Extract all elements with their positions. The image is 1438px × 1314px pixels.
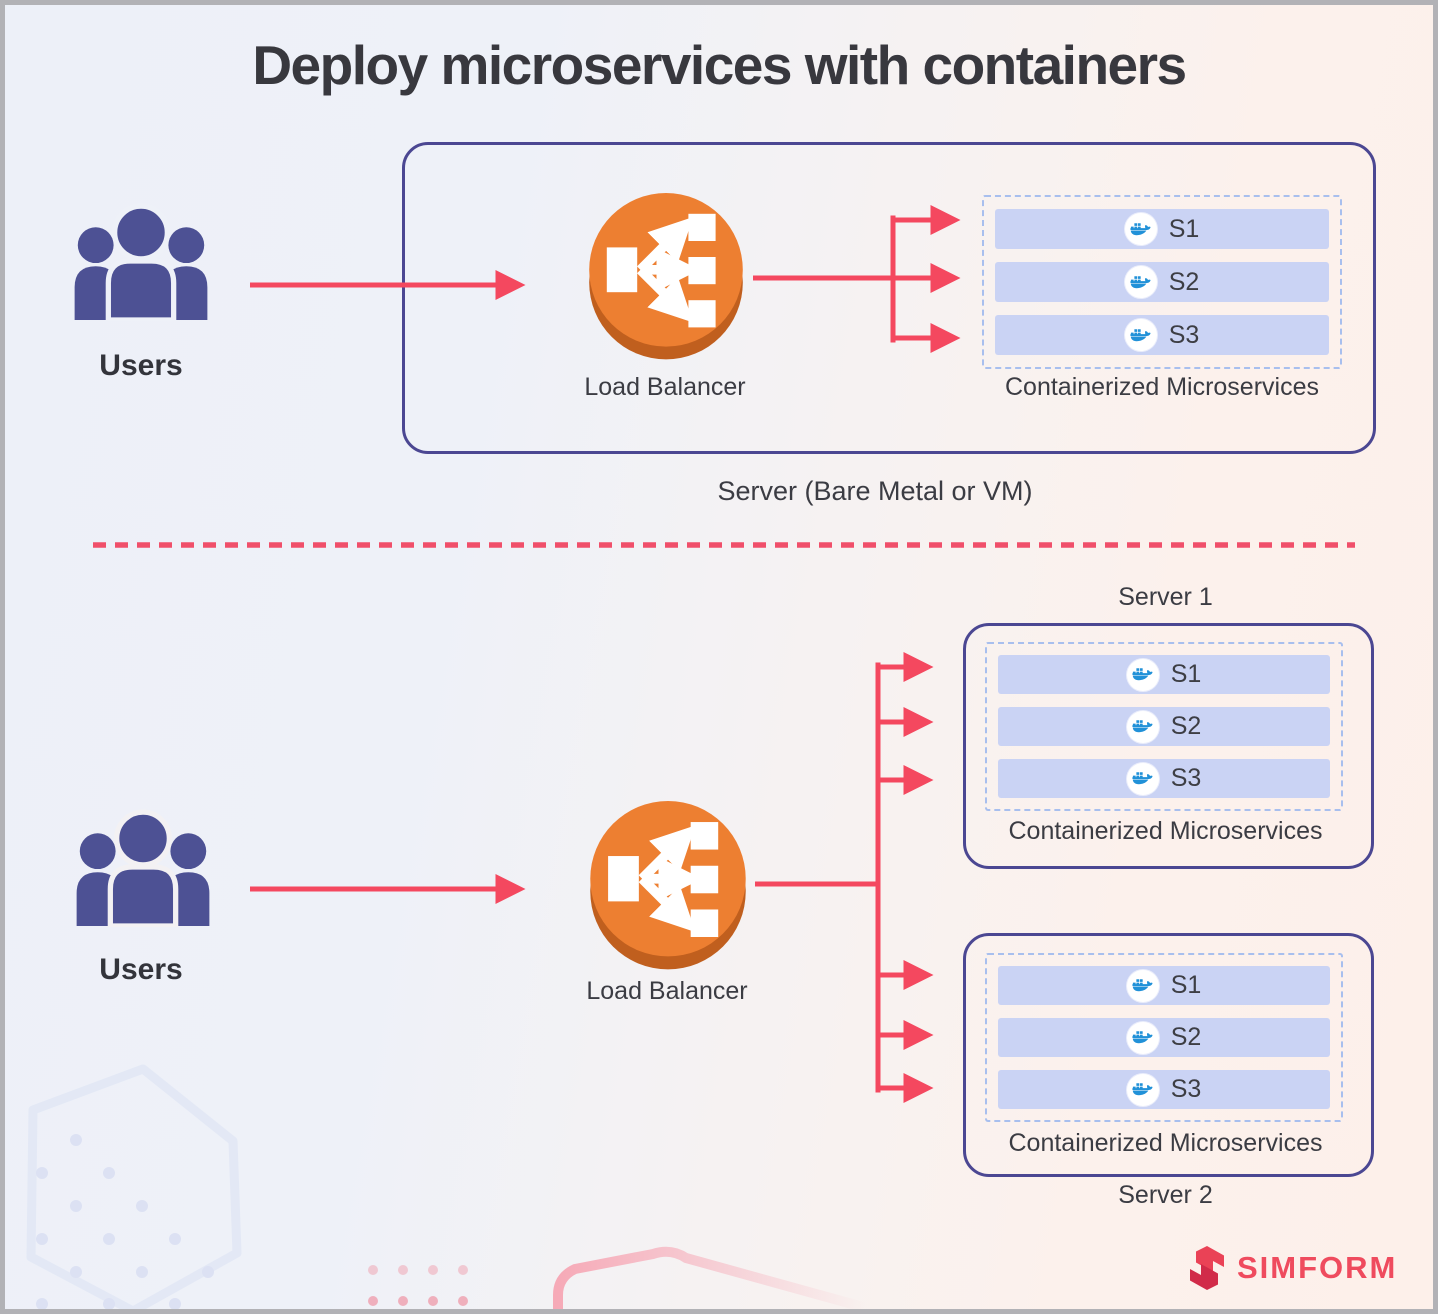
- container-cluster-server1: S1 S2: [985, 642, 1343, 811]
- cluster-caption-server2: Containerized Microservices: [1008, 1129, 1323, 1157]
- server1-label: Server 1: [1118, 583, 1213, 611]
- docker-whale-icon: [1126, 658, 1159, 691]
- server-box-2: [963, 933, 1374, 1177]
- server-box-bare-metal: [402, 142, 1376, 454]
- service-label: S1: [1170, 660, 1202, 688]
- flow-arrows: [93, 205, 1355, 1103]
- service-row: S2: [998, 707, 1330, 746]
- brand-logo: SIMFORM: [1187, 1245, 1397, 1291]
- cluster-caption-server1: Containerized Microservices: [1008, 817, 1323, 845]
- server-box-1: [963, 623, 1374, 869]
- service-label: S3: [1168, 320, 1200, 349]
- docker-whale-icon: [1124, 213, 1157, 245]
- users-group-icon: [76, 809, 210, 927]
- container-cluster-top: S1 S2: [982, 195, 1342, 369]
- load-balancer-icon: [590, 801, 746, 970]
- docker-whale-icon: [1124, 319, 1157, 351]
- cluster-caption-top: Containerized Microservices: [1004, 373, 1319, 401]
- service-label: S3: [1170, 764, 1202, 792]
- users-label-bottom: Users: [99, 953, 183, 986]
- service-row: S2: [995, 262, 1329, 302]
- service-row: S1: [998, 966, 1330, 1005]
- service-label: S3: [1170, 1075, 1202, 1103]
- page-title: Deploy microservices with containers: [252, 34, 1187, 96]
- docker-whale-icon: [1126, 710, 1159, 743]
- service-label: S1: [1170, 971, 1202, 999]
- server-bare-metal-label: Server (Bare Metal or VM): [717, 476, 1033, 506]
- service-row: S3: [995, 315, 1329, 355]
- load-balancer-icon: [589, 193, 743, 360]
- brand-logo-text: SIMFORM: [1237, 1250, 1398, 1285]
- service-row: S2: [998, 1018, 1330, 1057]
- docker-whale-icon: [1124, 266, 1157, 298]
- service-label: S2: [1168, 267, 1200, 296]
- service-row: S3: [998, 759, 1330, 798]
- users-label-top: Users: [99, 349, 183, 382]
- service-label: S2: [1170, 712, 1202, 740]
- service-row: S3: [998, 1070, 1330, 1109]
- server2-label: Server 2: [1118, 1181, 1213, 1209]
- service-row: S1: [995, 209, 1329, 249]
- background-decorations: [26, 1064, 868, 1309]
- service-label: S2: [1170, 1023, 1202, 1051]
- docker-whale-icon: [1126, 762, 1159, 795]
- service-label: S1: [1168, 214, 1200, 243]
- users-group-icon: [74, 203, 208, 321]
- docker-whale-icon: [1126, 1073, 1159, 1106]
- docker-whale-icon: [1126, 1021, 1159, 1054]
- container-cluster-server2: S1 S2: [985, 953, 1343, 1122]
- load-balancer-label-top: Load Balancer: [584, 373, 746, 401]
- docker-whale-icon: [1126, 969, 1159, 1002]
- service-row: S1: [998, 655, 1330, 694]
- load-balancer-label-bottom: Load Balancer: [586, 977, 748, 1005]
- simform-logo-icon: [1190, 1246, 1224, 1290]
